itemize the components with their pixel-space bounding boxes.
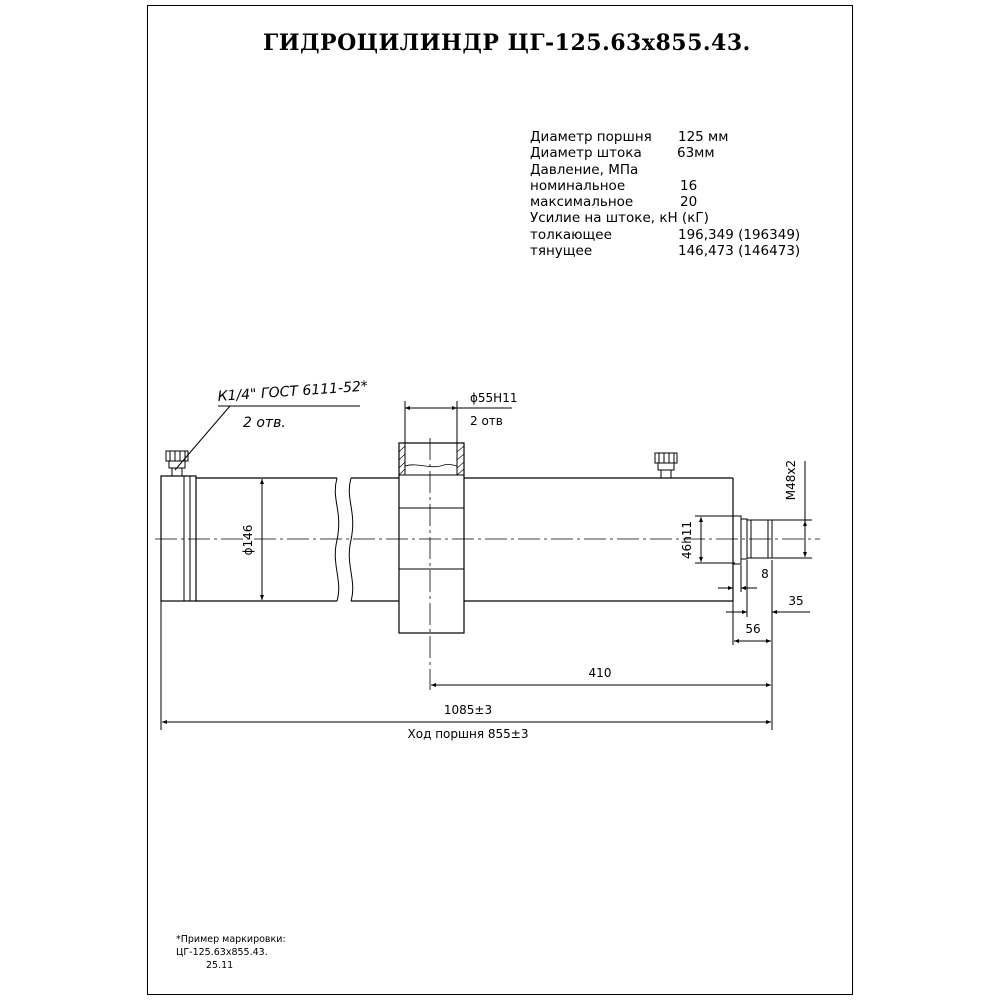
spec-label: Давление, МПа bbox=[530, 161, 639, 178]
rod-diameter-label: 46h11 bbox=[680, 521, 694, 559]
thread-length-dimension bbox=[726, 560, 810, 617]
dim-35-label: 35 bbox=[788, 594, 803, 608]
left-end-cap bbox=[160, 475, 197, 602]
bore-dimension bbox=[404, 401, 512, 443]
spec-label: Усилие на штоке, кН (кГ) bbox=[530, 210, 709, 227]
port-thread-note: К1/4" ГОСТ 6111-52* bbox=[217, 379, 368, 405]
thread-dimension bbox=[772, 461, 812, 559]
drawing-frame bbox=[147, 5, 853, 995]
cylinder-barrel-left bbox=[196, 477, 340, 602]
body-diameter-label: ϕ146 bbox=[241, 525, 255, 556]
spec-label: тянущее bbox=[530, 243, 593, 260]
port-note-leader bbox=[174, 405, 360, 471]
marking-heading: *Пример маркировки: bbox=[176, 934, 286, 945]
rod-extension-dimension bbox=[732, 592, 773, 690]
bore-diameter-label: ϕ55Н11 bbox=[470, 391, 517, 405]
spec-label: максимальное bbox=[530, 194, 634, 211]
spec-value: 20 bbox=[680, 194, 698, 211]
spec-value: 196,349 (196349) bbox=[678, 226, 801, 243]
spec-value: 16 bbox=[680, 177, 698, 194]
dim-8-label: 8 bbox=[761, 567, 769, 581]
right-port-fitting bbox=[654, 452, 678, 479]
overall-length-dimension bbox=[160, 601, 773, 730]
dim-410-label: 410 bbox=[589, 666, 612, 680]
spec-label: номинальное bbox=[530, 177, 626, 194]
left-port-fitting bbox=[165, 450, 189, 477]
stroke-label: Ход поршня 855±3 bbox=[408, 727, 529, 741]
dim-56-label: 56 bbox=[745, 622, 760, 636]
drawing-title: ГИДРОЦИЛИНДР ЦГ-125.63х855.43. bbox=[263, 30, 751, 56]
spec-label: Диаметр штока bbox=[530, 145, 642, 162]
thread-label: М48х2 bbox=[784, 460, 798, 500]
bore-quantity-label: 2 отв bbox=[470, 414, 503, 428]
cylinder-barrel-middle bbox=[348, 477, 399, 602]
marking-code: ЦГ-125.63х855.43. bbox=[176, 947, 268, 958]
spec-value: 125 мм bbox=[678, 129, 729, 145]
port-quantity-note: 2 отв. bbox=[243, 415, 286, 431]
spec-label: Диаметр поршня bbox=[530, 129, 652, 145]
spec-value: 146,473 (146473) bbox=[678, 243, 801, 260]
total-length-label: 1085±3 bbox=[444, 703, 492, 717]
marking-date: 25.11 bbox=[206, 960, 234, 971]
trunnion-block bbox=[398, 442, 465, 634]
flange-dimension-8 bbox=[718, 565, 757, 592]
spec-label: толкающее bbox=[530, 226, 612, 243]
rod-diameter-dimension bbox=[695, 515, 735, 564]
marking-example: *Пример маркировки: ЦГ-125.63х855.43. 25… bbox=[176, 933, 286, 972]
spec-value: 63мм bbox=[677, 145, 715, 162]
rod-end bbox=[732, 515, 773, 565]
